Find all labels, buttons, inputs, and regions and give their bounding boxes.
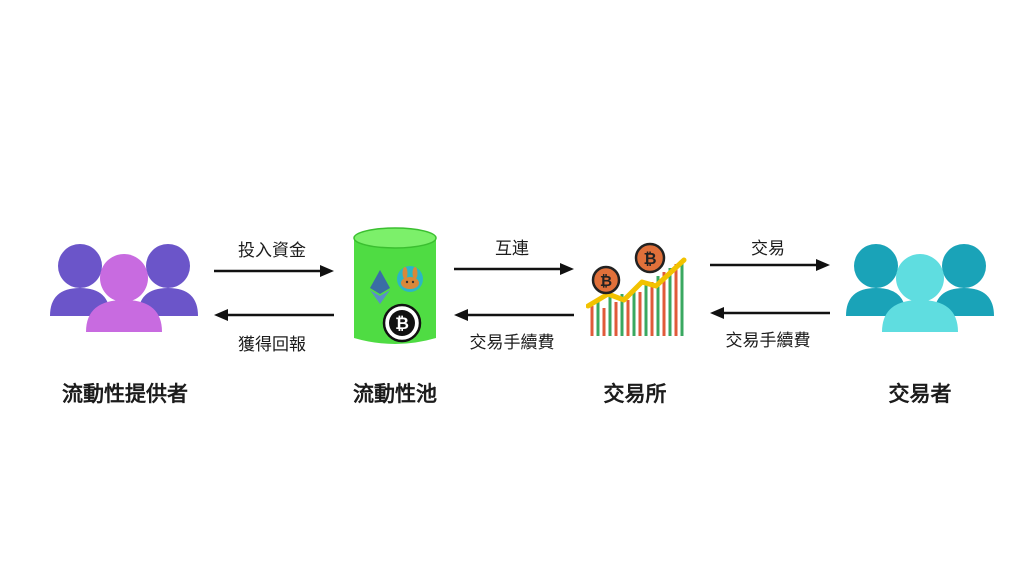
trading-fee-label: 交易手續費 xyxy=(725,331,811,351)
pancake-bunny-icon xyxy=(397,266,423,292)
trade-label: 交易 xyxy=(751,239,785,259)
arrow-right-icon xyxy=(454,263,574,275)
people-group-icon xyxy=(50,244,198,332)
exchange-label: 交易所 xyxy=(603,382,667,406)
liquidity-provider-node xyxy=(48,236,200,336)
ethereum-icon xyxy=(370,270,390,304)
arrow-left-icon xyxy=(214,309,334,321)
svg-text:₿: ₿ xyxy=(600,272,612,290)
trader-node xyxy=(844,236,996,336)
liquidity-pool-cylinder-icon: ₿ xyxy=(353,227,437,344)
bitcoin-icon: ₿ xyxy=(382,303,422,343)
arrow-right-icon xyxy=(710,259,830,271)
svg-text:₿: ₿ xyxy=(395,314,409,334)
svg-text:₿: ₿ xyxy=(643,249,656,268)
provider-label: 流動性提供者 xyxy=(62,382,188,406)
trader-label: 交易者 xyxy=(888,382,952,406)
interconnect-label: 互連 xyxy=(495,239,529,259)
arrow-right-icon xyxy=(214,265,334,277)
arrow-left-icon xyxy=(710,307,830,319)
exchange-chart-icon: ₿ ₿ xyxy=(585,242,687,336)
arrow-left-icon xyxy=(454,309,574,321)
invest-funds-label: 投入資金 xyxy=(238,241,306,261)
liquidity-pool-node: ₿ xyxy=(352,226,438,350)
bitcoin-coin-icon: ₿ ₿ xyxy=(591,242,666,295)
people-group-icon xyxy=(846,244,994,332)
exchange-node: ₿ ₿ xyxy=(585,236,690,340)
earn-returns-label: 獲得回報 xyxy=(238,335,306,355)
pool-label: 流動性池 xyxy=(353,382,437,406)
trading-fee-label: 交易手續費 xyxy=(469,333,555,353)
